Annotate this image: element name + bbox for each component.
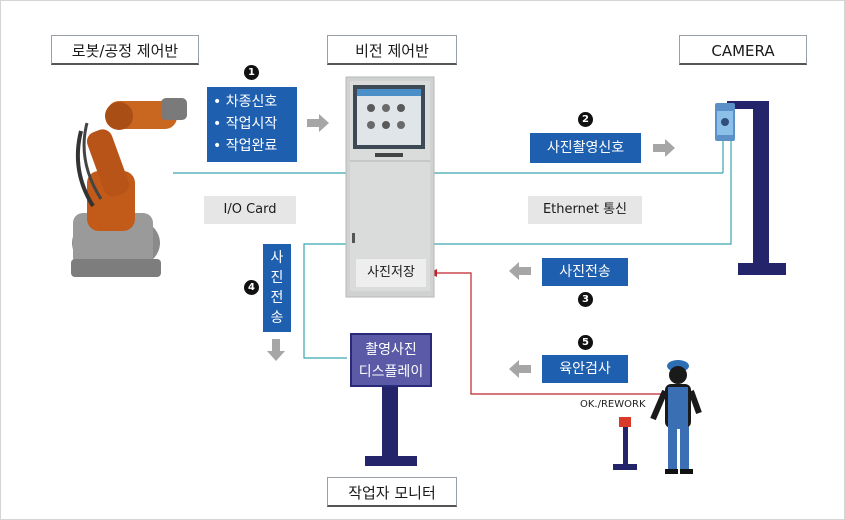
- photo-trigger-label: 사진촬영신호: [530, 133, 641, 163]
- camera-title: CAMERA: [679, 35, 807, 65]
- arrow-down-icon: [267, 339, 285, 361]
- robot-signal-item: • 차종신호: [213, 94, 278, 110]
- display-line: [303, 243, 352, 359]
- step-4-badge: 4: [244, 280, 259, 295]
- ok-rework-label: OK./REWORK: [580, 399, 646, 410]
- signal-light-icon: [613, 417, 637, 470]
- step-2-badge: 2: [578, 112, 593, 127]
- photo-transfer-vertical-label: 사 진 전 송: [263, 244, 291, 332]
- visual-inspection-label: 육안검사: [542, 355, 628, 383]
- operator-monitor-title: 작업자 모니터: [327, 477, 457, 507]
- step-1-badge: 1: [244, 65, 259, 80]
- monitor-stand-icon: [365, 384, 417, 466]
- step-5-badge: 5: [578, 335, 593, 350]
- monitor-display: 촬영사진 디스플레이: [350, 333, 432, 387]
- worker-icon: [650, 360, 702, 474]
- ethernet-line: [433, 141, 732, 245]
- robot-signal-item: • 작업시작: [213, 116, 278, 132]
- io-card-label: I/O Card: [204, 196, 296, 224]
- photo-transfer-label: 사진전송: [542, 258, 628, 286]
- robot-signal-item: • 작업완료: [213, 138, 278, 154]
- photo-save-label: 사진저장: [356, 259, 426, 287]
- robot-panel-title: 로봇/공정 제어반: [51, 35, 199, 65]
- robot-signal-box: • 차종신호 • 작업시작 • 작업완료: [207, 87, 297, 162]
- arrow-left-icon: [509, 262, 531, 280]
- arrow-right-icon: [653, 139, 675, 157]
- ethernet-label: Ethernet 통신: [528, 196, 642, 224]
- vision-panel-title: 비전 제어반: [327, 35, 457, 65]
- arrow-right-icon: [307, 114, 329, 132]
- camera-stand-icon: [715, 101, 786, 275]
- arrow-left-icon: [509, 360, 531, 378]
- robot-arm-icon: [71, 98, 187, 277]
- step-3-badge: 3: [578, 292, 593, 307]
- result-line: [437, 272, 661, 395]
